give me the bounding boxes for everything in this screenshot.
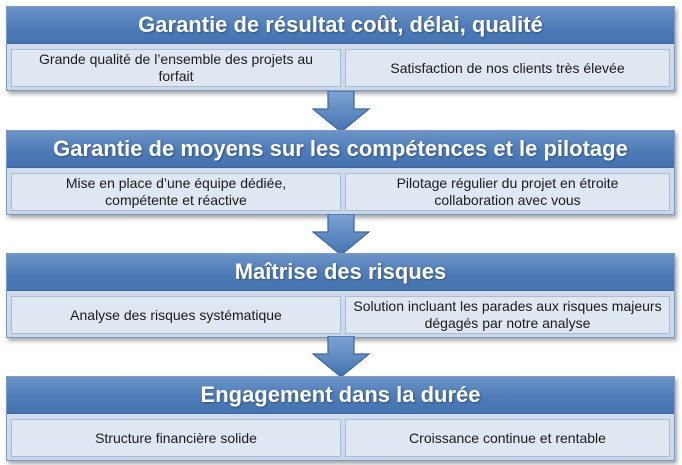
cell-text: Pilotage régulier du projet en étroite c… bbox=[396, 175, 619, 208]
block-cell-left: Mise en place d’une équipe dédiée, compé… bbox=[11, 173, 341, 211]
cell-text: Croissance continue et rentable bbox=[409, 429, 606, 446]
block-title: Garantie de résultat coût, délai, qualit… bbox=[7, 7, 674, 44]
cell-text: Grande qualité de l’ensemble des projets… bbox=[39, 51, 313, 84]
block-cell-left: Grande qualité de l’ensemble des projets… bbox=[11, 49, 341, 87]
block-cell-right: Solution incluant les parades aux risque… bbox=[345, 296, 670, 334]
block-cell-right: Croissance continue et rentable bbox=[345, 419, 670, 457]
block-risk-control: Maîtrise des risques Analyse des risques… bbox=[6, 253, 675, 338]
block-cell-right: Pilotage régulier du projet en étroite c… bbox=[345, 173, 670, 211]
cell-text: Structure financière solide bbox=[95, 429, 257, 446]
cell-text: Solution incluant les parades aux risque… bbox=[353, 298, 662, 331]
down-arrow-icon bbox=[311, 336, 371, 378]
block-cell-right: Satisfaction de nos clients très élevée bbox=[345, 49, 670, 87]
down-arrow-icon bbox=[311, 91, 371, 133]
cell-text: Mise en place d’une équipe dédiée, compé… bbox=[65, 175, 287, 208]
down-arrow-icon bbox=[311, 214, 371, 256]
block-guarantee-means: Garantie de moyens sur les compétences e… bbox=[6, 130, 675, 215]
block-cell-left: Analyse des risques systématique bbox=[11, 296, 341, 334]
block-title: Engagement dans la durée bbox=[7, 377, 674, 414]
block-guarantee-results: Garantie de résultat coût, délai, qualit… bbox=[6, 6, 675, 91]
block-title: Maîtrise des risques bbox=[7, 254, 674, 291]
block-long-term-commitment: Engagement dans la durée Structure finan… bbox=[6, 376, 675, 461]
cell-text: Analyse des risques systématique bbox=[70, 306, 282, 323]
block-title: Garantie de moyens sur les compétences e… bbox=[7, 131, 674, 168]
block-cell-left: Structure financière solide bbox=[11, 419, 341, 457]
cell-text: Satisfaction de nos clients très élevée bbox=[390, 59, 625, 76]
